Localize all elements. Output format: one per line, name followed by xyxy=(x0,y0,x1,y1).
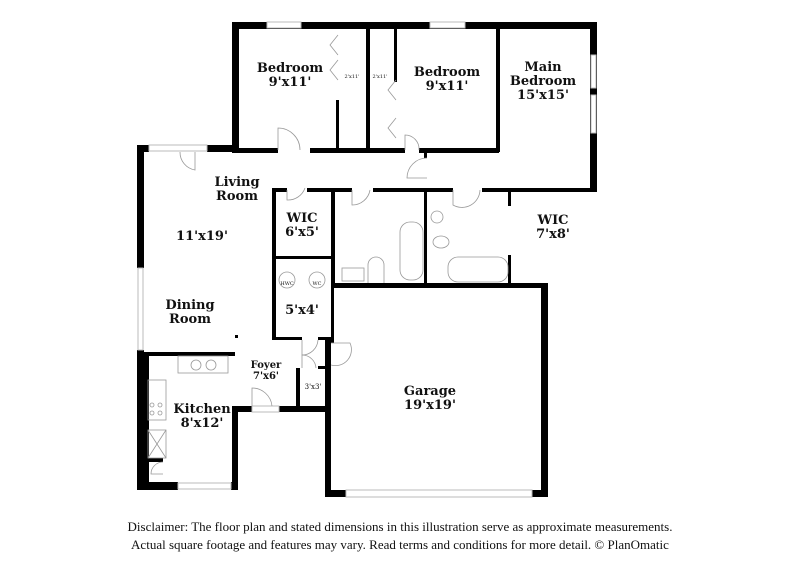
disclaimer-line-1: Disclaimer: The floor plan and stated di… xyxy=(127,519,673,534)
closet-2-size: 2'x11' xyxy=(372,74,388,80)
room-size: 9'x11' xyxy=(268,75,312,90)
room-size: 8'x12' xyxy=(180,416,224,431)
closet-3-size: 3'x3' xyxy=(304,383,322,391)
room-name: WIC xyxy=(537,213,569,228)
room-size: 9'x11' xyxy=(425,79,469,94)
room-name: Foyer xyxy=(250,360,282,371)
room-size: 7'x6' xyxy=(252,371,280,382)
room-size: 19'x19' xyxy=(404,398,456,413)
room-name-line1: Dining xyxy=(165,298,215,313)
room-size: 6'x5' xyxy=(285,225,319,240)
disclaimer-line-2: Actual square footage and features may v… xyxy=(131,537,669,552)
room-name: Garage xyxy=(403,384,457,399)
room-size: 15'x15' xyxy=(517,88,569,103)
room-name-line2: Room xyxy=(216,189,258,204)
room-name: Bedroom xyxy=(413,65,481,80)
walls xyxy=(137,22,597,497)
room-name: Bedroom xyxy=(256,61,324,76)
room-name: Kitchen xyxy=(173,402,231,417)
room-name-line1: Main xyxy=(524,60,562,75)
room-name: WIC xyxy=(286,211,318,226)
room-name-line1: Living xyxy=(214,175,260,190)
doors-and-fixtures xyxy=(147,34,509,475)
closet-1-size: 2'x11' xyxy=(344,74,360,80)
room-name-line2: Bedroom xyxy=(509,74,577,89)
wc-label: WC xyxy=(312,281,322,287)
hwc-label: HWC xyxy=(280,281,294,287)
room-size: 7'x8' xyxy=(536,227,570,242)
room-name-line2: Room xyxy=(169,312,211,327)
windows xyxy=(137,21,597,498)
utility-size: 5'x4' xyxy=(285,303,319,318)
living-size: 11'x19' xyxy=(176,229,228,244)
